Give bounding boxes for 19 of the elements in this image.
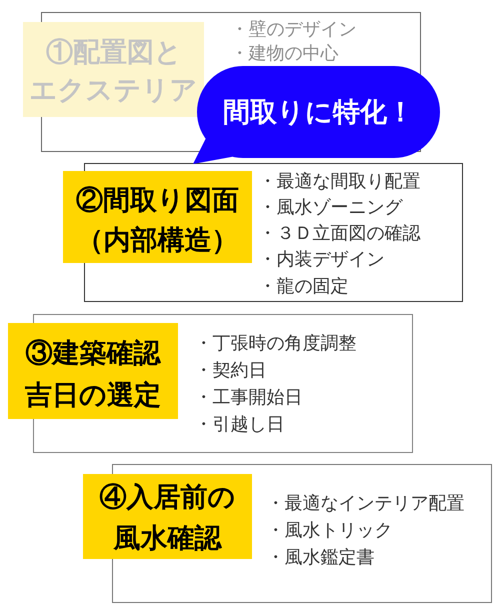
list-item: ・最適な間取り配置	[258, 170, 420, 192]
list-item: ・風水トリック	[266, 518, 392, 540]
list-item: ・引越し日	[194, 412, 284, 434]
list-item: ・風水鑑定書	[266, 546, 374, 568]
list-item: ・工事開始日	[194, 386, 302, 408]
list-item: ・建物の中心	[230, 42, 338, 64]
step-heading: ②間取り図面（内部構造）	[63, 171, 252, 263]
list-item: ・龍の固定	[258, 274, 348, 297]
list-item: ・丁張時の角度調整	[194, 332, 356, 354]
list-item: ・風水ゾーニング	[258, 196, 402, 218]
list-item: ・３Ｄ立面図の確認	[258, 222, 420, 244]
list-item: ・壁のデザイン	[230, 18, 356, 40]
step-heading: ③建築確認吉日の選定	[8, 323, 178, 419]
list-item: ・内装デザイン	[258, 248, 384, 270]
list-item: ・契約日	[194, 358, 266, 380]
step-heading: ④入居前の風水確認	[83, 474, 252, 559]
step-heading: ①配置図とエクステリア	[23, 22, 204, 117]
list-item: ・最適なインテリア配置	[266, 492, 464, 514]
bubble-text: 間取りに特化！	[223, 96, 414, 128]
